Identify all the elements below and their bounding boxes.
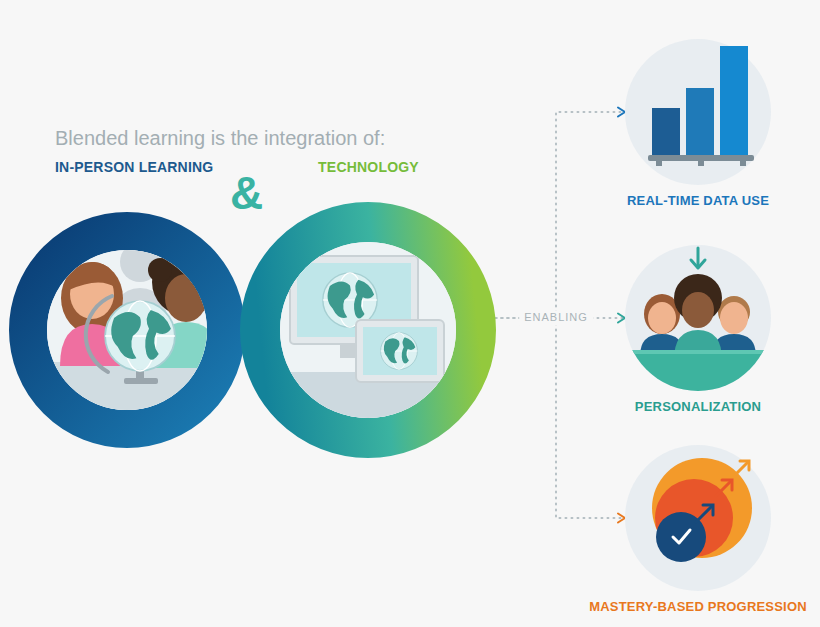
classroom-scene-part: [105, 301, 175, 371]
group-icon-part-part: [682, 292, 714, 328]
mastery-icon-part: [736, 462, 748, 474]
bar-chart-icon-part: [740, 161, 746, 166]
mastery-icon-part: [655, 479, 733, 557]
mastery-icon: [652, 458, 752, 562]
bar-chart-icon-part: [686, 88, 714, 155]
devices-scene-part: [290, 256, 418, 344]
group-icon-part-part: [674, 274, 722, 322]
mastery-icon-part: [652, 458, 752, 558]
label-wrap: &: [230, 170, 263, 216]
technology-ring-shape: [240, 158, 497, 458]
edge-label-wrap: ENABLING: [519, 310, 593, 325]
bar-chart-icon-part: [656, 161, 662, 166]
devices-scene: [278, 240, 458, 422]
group-icon-part: [620, 274, 776, 400]
devices-scene-part: [363, 327, 437, 375]
in-person-ring: IN-PERSON LEARNING: [9, 158, 246, 448]
outcome-circle-shape: [583, 445, 813, 616]
technology-ring-outline: [260, 222, 476, 438]
devices-scene-part: [340, 344, 364, 358]
classroom-scene-part: [40, 240, 220, 420]
group-icon-part-part: [718, 296, 750, 328]
title-wrap: Blended learning is the integration of:: [55, 127, 385, 150]
devices-scene-part: [381, 333, 418, 370]
mastery-icon-part: [703, 505, 713, 515]
group-icon-part: [691, 260, 705, 268]
mastery-icon-part: [656, 512, 706, 562]
mastery-icon-part: [716, 481, 731, 496]
outcome-circle-outline: [625, 39, 771, 185]
classroom-scene-part: [150, 322, 222, 368]
group-icon-part-part: [674, 330, 722, 360]
classroom-scene-part: [120, 242, 160, 282]
classroom-scene-part: [86, 296, 112, 372]
mastery-icon-part: [740, 461, 749, 470]
outcome-circle: PERSONALIZATION: [583, 245, 813, 416]
bar-chart-icon-part: [698, 161, 704, 166]
classroom-scene: [40, 240, 224, 422]
group-icon: [620, 248, 776, 400]
classroom-scene-part: [61, 262, 123, 334]
classroom-scene-part: [40, 362, 220, 422]
group-icon-part-part: [648, 302, 676, 334]
group-icon-part-part: [620, 350, 776, 400]
devices-scene-part: [278, 240, 458, 420]
devices-scene-part: [323, 273, 377, 327]
classroom-scene-part: [112, 288, 168, 330]
classroom-scene-part: [165, 274, 207, 322]
dotted-connector: [495, 318, 625, 518]
mastery-icon-part: [722, 480, 732, 490]
bar-chart-icon: [648, 46, 754, 166]
group-icon-part-part: [720, 302, 748, 334]
in-person-ring-outline: [28, 231, 226, 429]
group-icon-part-part: [640, 334, 684, 356]
group-icon-part-part: [620, 350, 776, 354]
classroom-scene-part: [200, 258, 224, 282]
edge-label: ENABLING: [519, 310, 593, 325]
outcome-circle-shape: [583, 245, 813, 416]
mastery-icon-part: [673, 530, 690, 543]
classroom-scene-part: [60, 324, 124, 366]
classroom-scene-part: [69, 262, 116, 290]
node-heading: IN-PERSON LEARNING: [9, 158, 246, 176]
devices-scene-part: [278, 372, 458, 422]
group-icon-part-part: [644, 294, 680, 334]
connector-group: [495, 112, 625, 518]
title: Blended learning is the integration of:: [55, 127, 385, 150]
bar-chart-icon-part: [720, 46, 748, 155]
node-heading: MASTERY-BASED PROGRESSION: [583, 599, 813, 616]
dotted-connector: [495, 112, 625, 318]
outcome-circle-shape: [583, 39, 813, 210]
devices-scene-part: [297, 263, 411, 337]
outcome-circle-outline: [625, 245, 771, 391]
technology-ring: TECHNOLOGY: [240, 158, 497, 458]
classroom-scene-part: [152, 248, 220, 316]
group-icon-part: [697, 248, 700, 266]
node-heading: REAL-TIME DATA USE: [583, 193, 813, 210]
outcome-circle: MASTERY-BASED PROGRESSION: [583, 445, 813, 616]
bar-chart-icon-part: [652, 108, 680, 155]
classroom-scene-part: [148, 258, 172, 282]
bar-chart-icon-part: [648, 155, 754, 161]
classroom-scene-part: [136, 370, 144, 380]
group-icon-part-part: [712, 334, 756, 356]
mastery-icon-part: [696, 506, 712, 522]
classroom-scene-part: [124, 378, 158, 384]
outcome-circle: REAL-TIME DATA USE: [583, 39, 813, 210]
in-person-ring-shape: [9, 158, 246, 448]
node-heading: PERSONALIZATION: [583, 399, 813, 416]
devices-scene-part: [356, 320, 444, 382]
outcome-circle-outline: [625, 445, 771, 591]
ampersand-label: &: [230, 170, 263, 216]
node-heading: TECHNOLOGY: [240, 158, 497, 176]
classroom-scene-part: [70, 269, 114, 319]
